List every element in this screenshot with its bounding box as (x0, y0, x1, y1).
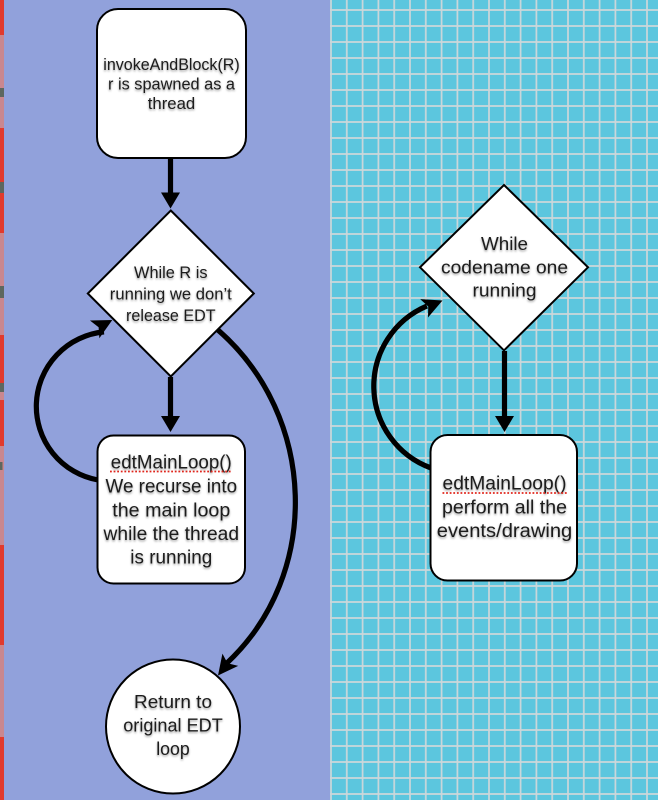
svg-text:Return to: Return to (134, 692, 212, 712)
svg-text:the main loop: the main loop (112, 501, 230, 522)
svg-text:r is spawned as a: r is spawned as a (108, 75, 236, 94)
svg-text:running: running (473, 281, 537, 301)
svg-text:We recurse into: We recurse into (106, 477, 238, 498)
svg-text:original EDT: original EDT (123, 716, 223, 736)
svg-text:invokeAndBlock(R): invokeAndBlock(R) (103, 55, 240, 74)
svg-text:is running: is running (130, 548, 212, 569)
svg-text:While R is: While R is (134, 263, 208, 282)
svg-text:loop: loop (156, 739, 190, 759)
svg-text:thread: thread (148, 94, 196, 113)
svg-text:release EDT: release EDT (126, 306, 216, 325)
svg-text:while the thread: while the thread (103, 524, 240, 545)
svg-text:running we don’t: running we don’t (110, 285, 232, 304)
svg-text:While: While (481, 234, 528, 254)
svg-text:edtMainLoop(): edtMainLoop() (443, 474, 567, 495)
svg-text:edtMainLoop(): edtMainLoop() (111, 453, 232, 474)
svg-text:perform all the: perform all the (442, 497, 567, 518)
svg-text:events/drawing: events/drawing (437, 521, 573, 542)
svg-text:codename one: codename one (441, 257, 568, 277)
